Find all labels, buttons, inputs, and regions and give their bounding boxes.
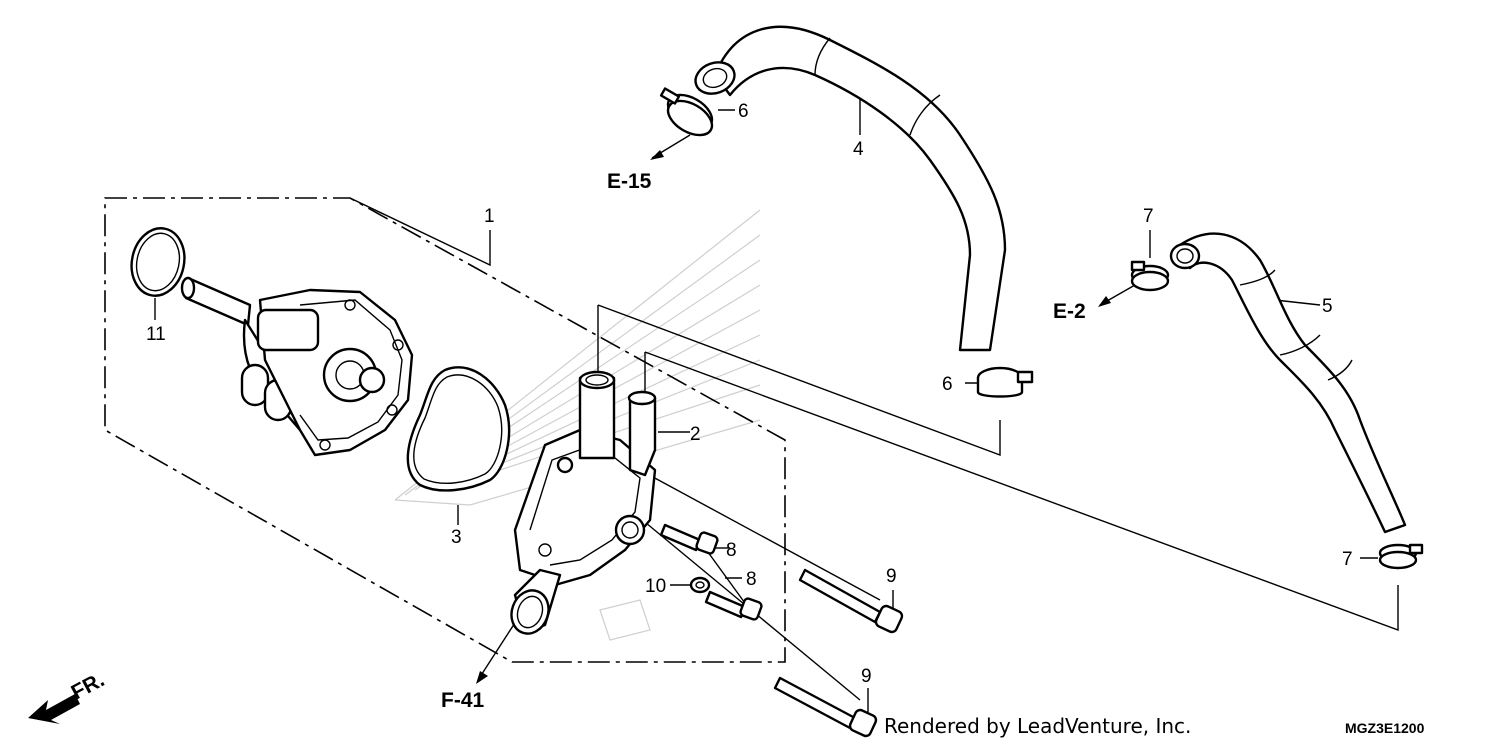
- long-bolt-lower: [773, 676, 878, 738]
- callout-7-lower: 7: [1342, 549, 1353, 570]
- diagram-code: MGZ3E1200: [1345, 720, 1425, 736]
- callout-3: 3: [451, 527, 462, 548]
- callout-6-upper: 6: [738, 101, 749, 122]
- reference-arrowheads: [476, 150, 1111, 684]
- pipe-housing: [510, 370, 657, 635]
- callout-1: 1: [484, 206, 495, 227]
- flange-bolt-upper: [659, 523, 719, 555]
- reference-labels: E-15 E-2 F-41: [441, 170, 1086, 712]
- callout-4: 4: [853, 139, 864, 160]
- o-ring: [130, 227, 186, 297]
- flange-bolt-lower: [704, 590, 763, 621]
- ref-e2[interactable]: E-2: [1053, 300, 1086, 323]
- hose-clamp-lower: [976, 366, 1034, 398]
- upper-hose: [694, 25, 1007, 352]
- gasket: [406, 366, 511, 492]
- callout-labels: 1 2 3 4 5 6 6 7 7 8 8 9 9 10 11: [146, 101, 1353, 687]
- callout-10: 10: [645, 576, 666, 597]
- water-pump: [180, 276, 414, 457]
- callout-6-lower: 6: [942, 374, 953, 395]
- leader-lines: [154, 92, 1399, 712]
- callout-8-upper: 8: [726, 540, 737, 561]
- callout-9-upper: 9: [886, 566, 897, 587]
- callout-2: 2: [690, 424, 701, 445]
- long-bolt-upper: [798, 568, 904, 634]
- ref-f41[interactable]: F-41: [441, 689, 485, 712]
- right-hose: [1169, 232, 1407, 534]
- callout-8-lower: 8: [746, 569, 757, 590]
- ref-e15[interactable]: E-15: [607, 170, 652, 193]
- credit-text: Rendered by LeadVenture, Inc.: [884, 714, 1191, 738]
- callout-5: 5: [1322, 296, 1333, 317]
- callout-11: 11: [146, 324, 166, 345]
- front-direction-arrow-icon: FR.: [28, 668, 108, 724]
- callout-9-lower: 9: [861, 666, 872, 687]
- callout-7-upper: 7: [1143, 206, 1154, 227]
- hose-clamp-upper: [659, 87, 714, 137]
- washer: [689, 576, 711, 594]
- hose-clamp-right-lower: [1378, 543, 1424, 570]
- hose-clamp-right-upper: [1130, 260, 1170, 292]
